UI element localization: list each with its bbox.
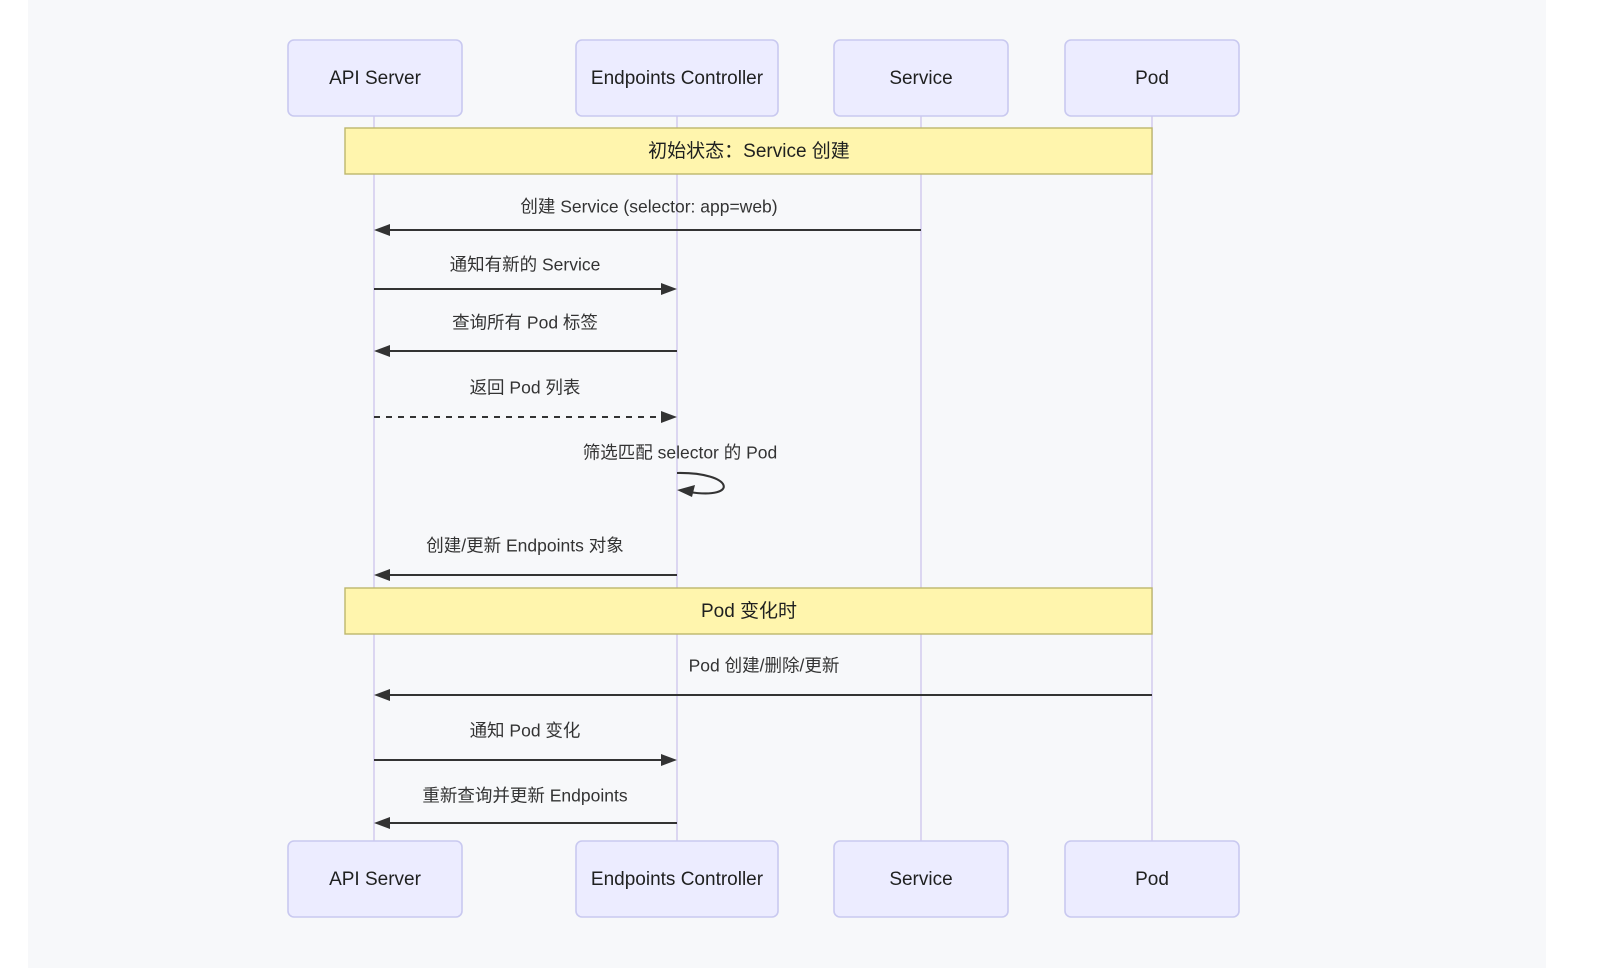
- sequence-diagram-svg: API Server Endpoints Controller Service …: [287, 39, 1240, 918]
- participant-box[interactable]: [1064, 39, 1240, 117]
- participant-api-server-bottom[interactable]: API Server: [287, 840, 463, 918]
- arrowhead-left-icon: [374, 569, 390, 581]
- message-create-update-endpoints: 创建/更新 Endpoints 对象: [374, 536, 677, 581]
- message-label: 重新查询并更新 Endpoints: [422, 786, 627, 806]
- note-pod-change: Pod 变化时: [344, 587, 1153, 635]
- message-label: 通知有新的 Service: [450, 255, 601, 275]
- message-create-service: 创建 Service (selector: app=web): [374, 197, 921, 236]
- arrowhead-left-icon: [374, 345, 390, 357]
- participant-api-server-top[interactable]: API Server: [287, 39, 463, 117]
- message-filter-matching-pods: 筛选匹配 selector 的 Pod: [583, 443, 778, 497]
- participant-box[interactable]: [833, 39, 1009, 117]
- participant-pod-top[interactable]: Pod: [1064, 39, 1240, 117]
- arrowhead-left-icon: [374, 224, 390, 236]
- arrowhead-left-icon: [374, 689, 390, 701]
- participant-endpoints-controller-bottom[interactable]: Endpoints Controller: [575, 840, 779, 918]
- message-return-pod-list: 返回 Pod 列表: [374, 378, 677, 423]
- participant-box[interactable]: [1064, 840, 1240, 918]
- arrowhead-loop-icon: [677, 485, 695, 497]
- participant-box[interactable]: [833, 840, 1009, 918]
- participant-label: Pod: [1135, 869, 1169, 890]
- participant-label: API Server: [329, 68, 422, 89]
- message-label: 返回 Pod 列表: [470, 378, 581, 398]
- message-label: 查询所有 Pod 标签: [452, 313, 598, 333]
- participant-box[interactable]: [575, 39, 779, 117]
- message-pod-create-delete-update: Pod 创建/删除/更新: [374, 656, 1152, 701]
- participant-box[interactable]: [287, 39, 463, 117]
- arrowhead-right-icon: [661, 411, 677, 423]
- message-label: 创建 Service (selector: app=web): [520, 197, 777, 217]
- arrowhead-right-icon: [661, 754, 677, 766]
- participant-service-top[interactable]: Service: [833, 39, 1009, 117]
- participant-label: Service: [889, 869, 952, 890]
- participant-label: API Server: [329, 869, 422, 890]
- message-requery-update-endpoints: 重新查询并更新 Endpoints: [374, 786, 677, 829]
- diagram-canvas: API Server Endpoints Controller Service …: [28, 0, 1546, 968]
- note-initial-state: 初始状态：Service 创建: [344, 127, 1153, 175]
- message-self-loop-line: [676, 471, 725, 495]
- note-label: 初始状态：Service 创建: [648, 140, 850, 162]
- message-query-all-pod-labels: 查询所有 Pod 标签: [374, 313, 677, 357]
- participant-endpoints-controller-top[interactable]: Endpoints Controller: [575, 39, 779, 117]
- participant-pod-bottom[interactable]: Pod: [1064, 840, 1240, 918]
- message-label: 创建/更新 Endpoints 对象: [426, 536, 623, 556]
- note-label: Pod 变化时: [701, 600, 797, 622]
- participant-box[interactable]: [287, 840, 463, 918]
- arrowhead-right-icon: [661, 283, 677, 295]
- participant-label: Endpoints Controller: [591, 68, 764, 89]
- participant-service-bottom[interactable]: Service: [833, 840, 1009, 918]
- note-box: [344, 127, 1153, 175]
- lifelines: [373, 112, 1153, 844]
- message-label: 通知 Pod 变化: [470, 721, 581, 741]
- message-notify-pod-change: 通知 Pod 变化: [374, 721, 677, 766]
- message-label: Pod 创建/删除/更新: [689, 656, 840, 676]
- participant-label: Service: [889, 68, 952, 89]
- arrowhead-left-icon: [374, 817, 390, 829]
- participant-box[interactable]: [575, 840, 779, 918]
- message-notify-new-service: 通知有新的 Service: [374, 255, 677, 295]
- participant-label: Endpoints Controller: [591, 869, 764, 890]
- participant-label: Pod: [1135, 68, 1169, 89]
- message-label: 筛选匹配 selector 的 Pod: [583, 443, 778, 463]
- note-box: [344, 587, 1153, 635]
